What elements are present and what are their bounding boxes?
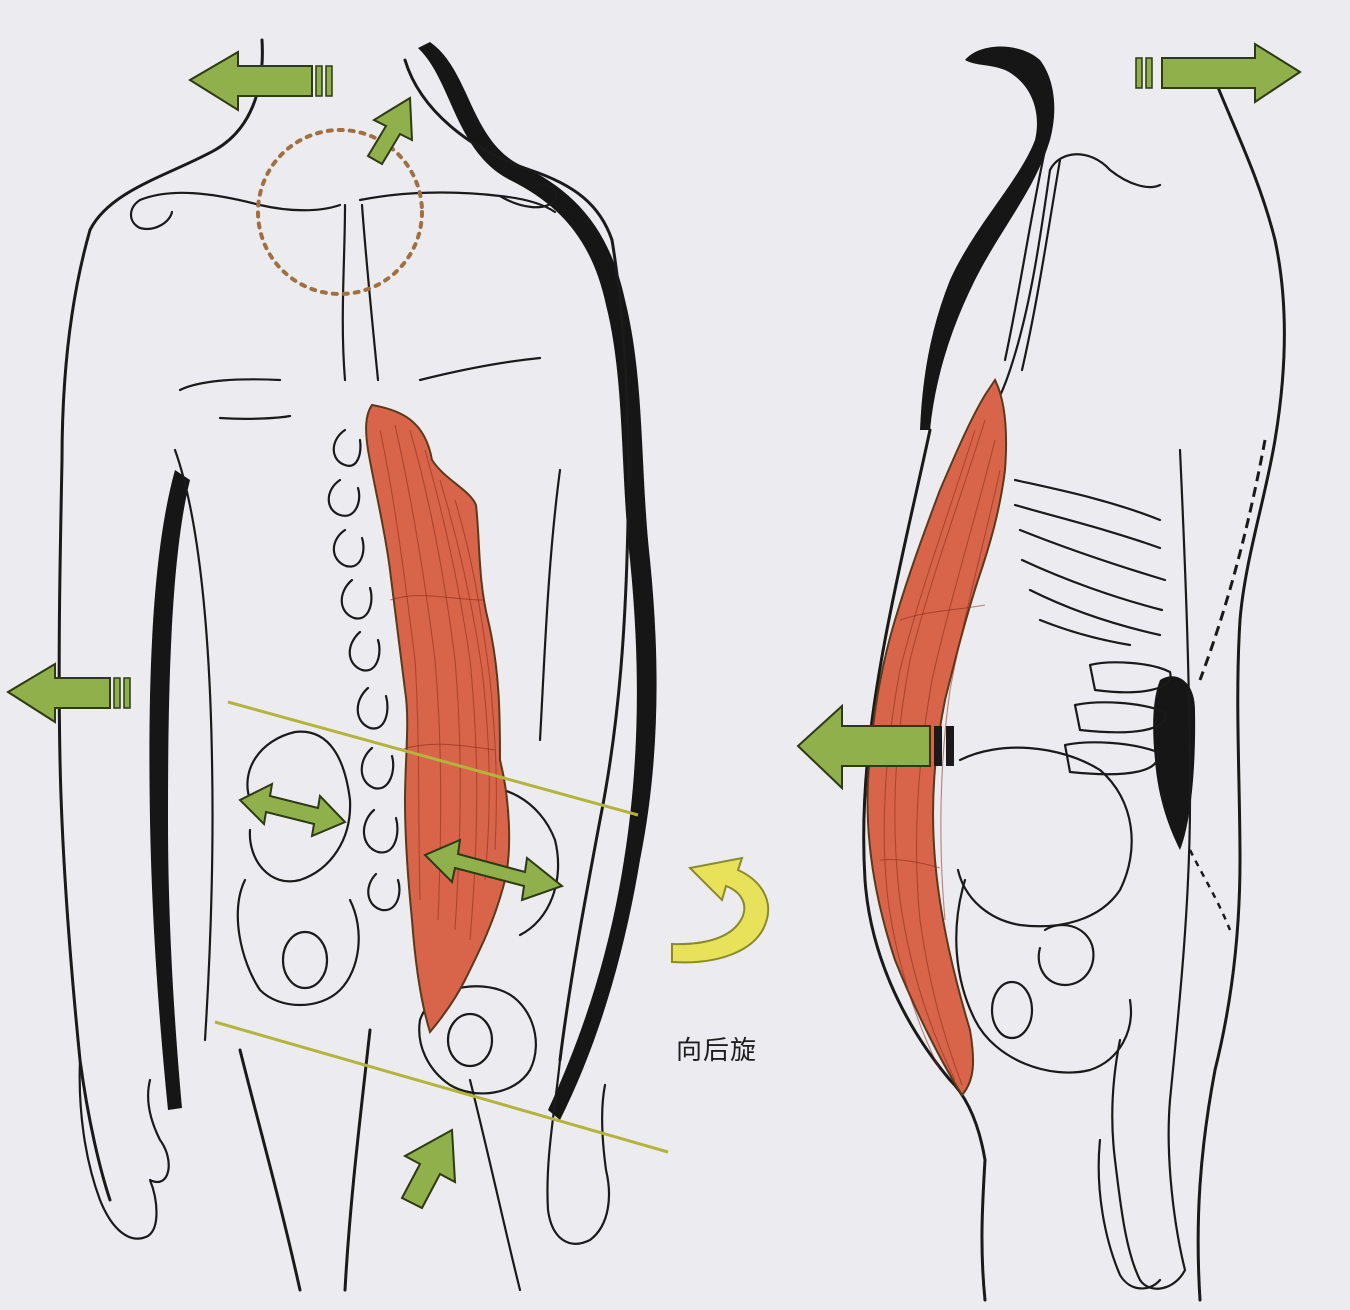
side-pelvis-ilium xyxy=(956,746,1133,928)
back-spine-upper-right xyxy=(360,203,380,382)
back-pelvis-right-lower xyxy=(418,985,537,1095)
side-leg-back xyxy=(980,1158,987,1302)
side-ribs xyxy=(1013,478,1167,647)
left-arm-shadow xyxy=(149,470,190,1110)
back-chest-line-left xyxy=(178,378,282,392)
curved-rotation-arrow-icon xyxy=(671,856,770,964)
side-view-figure xyxy=(862,46,1286,1302)
block-arrow-icon-top-right xyxy=(1135,42,1302,104)
back-clavicle-left xyxy=(138,191,342,212)
back-acromion-right xyxy=(498,183,558,209)
back-pelvis-left-ilium xyxy=(246,730,352,883)
pelvic-guide-line-upper xyxy=(227,700,639,817)
back-obturator-right xyxy=(446,1012,494,1068)
side-pelvis-lower xyxy=(955,878,1133,1074)
double-headed-arrow-icon-left-pelvis xyxy=(238,782,347,838)
pelvic-guide-line-lower xyxy=(214,1020,669,1154)
focus-dotted-circle xyxy=(256,128,424,296)
back-spine-upper-left xyxy=(341,203,347,382)
erector-spinae-fibers-back xyxy=(379,424,497,941)
back-left-hand xyxy=(78,1058,170,1240)
side-spine-line-a xyxy=(1003,148,1047,362)
back-clavicle-right xyxy=(358,191,557,214)
double-headed-arrow-icon-right-pelvis xyxy=(423,838,565,902)
side-spine-line-b xyxy=(1020,158,1062,372)
side-leg-front xyxy=(1196,1068,1217,1302)
back-arm-inner-left xyxy=(173,448,214,1042)
side-front-outline xyxy=(1213,78,1286,1072)
side-clavicle xyxy=(1048,153,1162,189)
side-arm-dashed-line xyxy=(1198,439,1267,681)
back-arm-inner-right xyxy=(538,468,562,742)
side-femur-head xyxy=(1037,923,1095,987)
block-arrow-icon-neck-up xyxy=(366,96,414,166)
side-back-outline-lower xyxy=(862,428,987,1162)
rotation-caption: 向后旋 xyxy=(676,1036,758,1066)
back-acromion-left xyxy=(129,198,174,230)
side-arm-outline xyxy=(1111,448,1192,1290)
back-torso-left xyxy=(57,228,112,1202)
back-leg-right xyxy=(468,1078,522,1292)
back-view-figure xyxy=(57,38,669,1292)
back-right-hand xyxy=(546,1058,611,1245)
back-neck-right xyxy=(403,58,614,242)
block-arrow-icon-mid-left xyxy=(6,662,131,724)
side-thigh-dashed-line xyxy=(1188,849,1232,931)
side-back-shadow-band xyxy=(920,46,1055,430)
erector-spinae-muscle-back xyxy=(365,403,511,1035)
block-arrow-icon-top-left xyxy=(188,50,333,112)
block-arrow-icon-bottom-up xyxy=(400,1128,457,1210)
side-hand xyxy=(1097,1138,1162,1290)
back-leg-left xyxy=(238,1048,302,1292)
back-torso-right xyxy=(558,238,630,1062)
back-chest-line-right xyxy=(418,356,542,382)
back-obturator-left xyxy=(281,930,329,990)
back-vertebrae xyxy=(327,428,401,912)
back-pelvis-left-lower xyxy=(236,878,360,1007)
back-leg-center xyxy=(343,1028,372,1292)
block-arrow-icon-side xyxy=(796,703,954,791)
side-obturator xyxy=(990,980,1034,1040)
back-chest-line-mid xyxy=(218,414,292,420)
